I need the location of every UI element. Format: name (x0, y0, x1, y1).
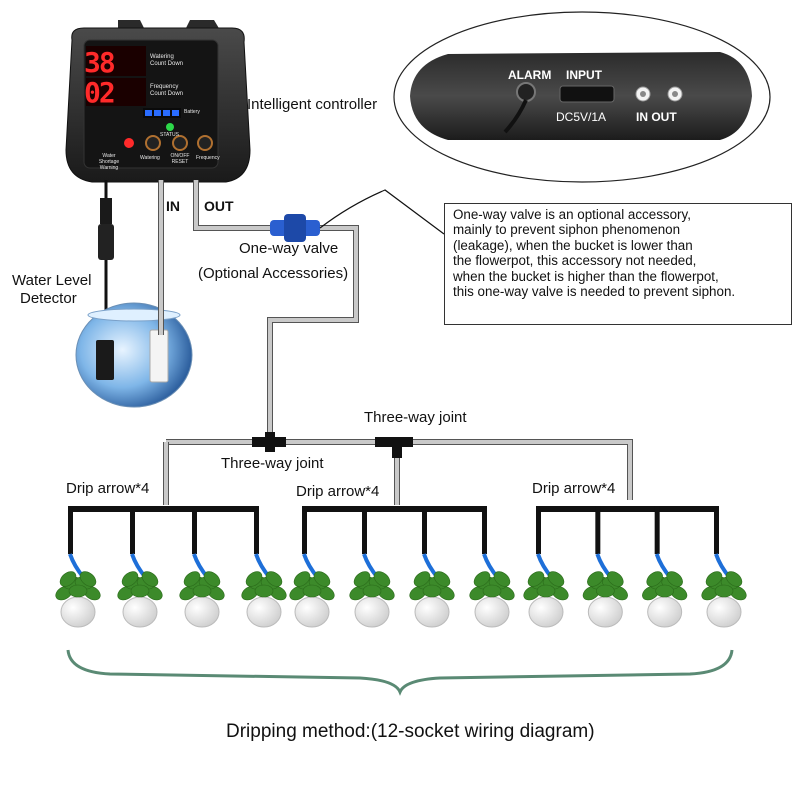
drip-arrow-label-2: Drip arrow*4 (296, 483, 380, 500)
flowerpot (701, 571, 747, 628)
watering-countdown-label: Count Down (150, 61, 184, 67)
tubing (158, 180, 633, 505)
note-line: One-way valve is an optional accessory, (453, 207, 691, 222)
flowerpot (349, 571, 395, 628)
flowerpot (55, 571, 101, 628)
water-level-detector (98, 180, 114, 320)
drip-arrow-label-1: Drip arrow*4 (66, 480, 150, 497)
note-line: (leakage), when the bucket is lower than (453, 237, 693, 253)
drip-arrow-label-3: Drip arrow*4 (532, 480, 616, 497)
drip-line (302, 506, 307, 554)
drip-line (362, 506, 367, 554)
drip-manifold (70, 506, 256, 512)
onoff-reset-button-label: ON/OFF RESET (170, 153, 190, 165)
water-level-label-line2: Detector (20, 290, 77, 307)
flowerpot (642, 571, 688, 628)
drip-line (68, 506, 73, 554)
three-way-joint-label-top: Three-way joint (364, 409, 467, 426)
note-line: the flowerpot, this accessory not needed… (453, 253, 697, 269)
port-in-label: IN (166, 198, 180, 214)
flowerpot (117, 571, 163, 628)
callout-line (319, 189, 445, 235)
frequency-countdown-display: 02 (84, 76, 116, 109)
frequency-countdown-label: Count Down (150, 91, 184, 97)
drip-line (536, 506, 541, 554)
water-shortage-button-label: Water Shortage Warning (98, 153, 120, 171)
status-label: STATUS (160, 132, 179, 138)
flowerpot (469, 571, 515, 628)
drip-line (482, 506, 487, 554)
flowerpot (409, 571, 455, 628)
flowerpot (523, 571, 569, 628)
one-way-valve (270, 214, 320, 242)
drip-manifold (538, 506, 716, 512)
drip-line (254, 506, 259, 554)
port-out-label: OUT (204, 198, 234, 214)
water-level-label-line1: Water Level (12, 272, 92, 289)
flowerpot (289, 571, 335, 628)
note-line: mainly to prevent siphon phenomenon (453, 222, 681, 238)
drip-line (714, 506, 719, 554)
flowerpot (179, 571, 225, 628)
frequency-button-label: Frequency (196, 155, 220, 161)
watering-button-label: Watering (140, 155, 160, 161)
group-bracket (66, 649, 734, 696)
optional-accessories-label: (Optional Accessories) (198, 265, 349, 282)
drip-line (192, 506, 197, 554)
watering-label: Watering (150, 54, 174, 60)
flowerpot (241, 571, 287, 628)
three-way-joints (252, 432, 413, 458)
status-led-red (86, 46, 146, 106)
frequency-label: Frequency (150, 84, 179, 90)
in-out-port-label: IN OUT (636, 110, 677, 124)
drip-manifold (304, 506, 484, 512)
flowerpot (582, 571, 628, 628)
water-bowl (75, 302, 193, 408)
battery-label: Battery (184, 109, 200, 115)
port-detail-inset (393, 11, 771, 183)
drip-manifolds (68, 506, 732, 580)
drip-line (595, 506, 601, 554)
flowerpots (55, 571, 747, 628)
controller-title: Intelligent controller (247, 96, 378, 113)
drip-line (654, 506, 660, 554)
note-line: when the bucket is higher than the flowe… (453, 268, 719, 284)
note-line: this one-way valve is needed to prevent … (453, 284, 736, 300)
three-way-joint-label-bottom: Three-way joint (221, 455, 324, 472)
alarm-label: ALARM (508, 68, 552, 82)
one-way-valve-note: One-way valve is an optional accessory, … (444, 203, 792, 325)
drip-line (422, 506, 427, 554)
controller-device (65, 20, 251, 183)
watering-countdown-display: 38 (84, 46, 116, 79)
power-rating-label: DC5V/1A (556, 110, 607, 124)
diagram-caption: Dripping method:(12-socket wiring diagra… (226, 721, 595, 742)
one-way-valve-label: One-way valve (239, 240, 339, 257)
input-label: INPUT (566, 68, 602, 82)
drip-line (130, 506, 135, 554)
